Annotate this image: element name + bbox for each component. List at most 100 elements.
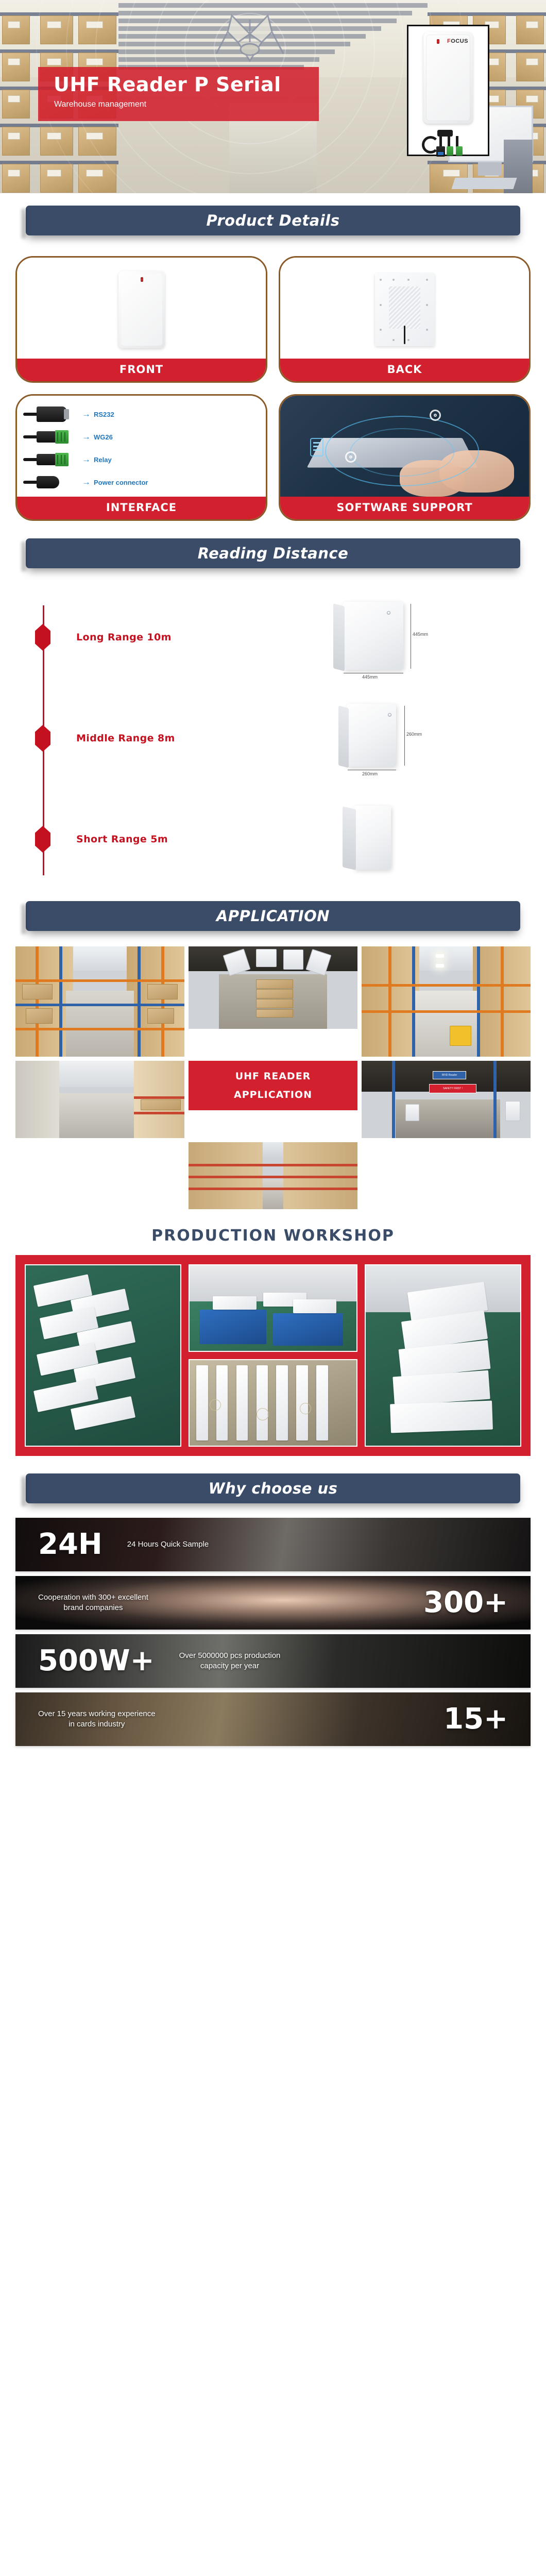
- hexagon-pin-icon: [35, 624, 50, 651]
- cable-harness: [420, 128, 476, 158]
- stat-row-15[interactable]: Over 15 years working experience in card…: [15, 1692, 531, 1746]
- dimension-width: 445mm: [362, 674, 378, 680]
- page-subtitle: Warehouse management: [54, 100, 147, 109]
- section-header-product-details: Product Details: [26, 206, 520, 235]
- stat-description: Over 5000000 pcs production capacity per…: [179, 1651, 281, 1670]
- workshop-photo[interactable]: [365, 1264, 521, 1447]
- workshop-photo[interactable]: [25, 1264, 181, 1447]
- stat-background-image: [15, 1518, 531, 1571]
- brand-logo-rest: OCUS: [451, 38, 468, 44]
- reading-distance-row-short: Short Range 5m: [15, 789, 531, 890]
- card-media: → RS232 → WG26: [17, 396, 266, 497]
- card-interface[interactable]: → RS232 → WG26: [15, 394, 267, 521]
- card-software-support[interactable]: SOFTWARE SUPPORT: [279, 394, 531, 521]
- card-caption: SOFTWARE SUPPORT: [280, 497, 529, 519]
- section-reading-distance: Reading Distance Long Range 10m 445mm 44…: [0, 521, 546, 890]
- stat-background-image: [15, 1692, 531, 1746]
- brand-logo-initial: F: [447, 38, 451, 44]
- application-photo[interactable]: [362, 946, 531, 1057]
- range-label: Short Range 5m: [76, 834, 168, 845]
- interface-label: Relay: [94, 455, 112, 464]
- device-figure: 445mm 445mm: [226, 599, 531, 680]
- section-title: Why choose us: [208, 1480, 338, 1497]
- workshop-photo[interactable]: [188, 1264, 358, 1352]
- application-photo-grid: UHF READER APPLICATION SAFETY FIRST ! RF…: [15, 946, 531, 1209]
- section-title: Reading Distance: [197, 545, 349, 562]
- application-photo[interactable]: [15, 1061, 184, 1138]
- stat-background-image: [15, 1634, 531, 1688]
- gear-icon: [429, 410, 441, 421]
- section-header-application: APPLICATION: [26, 901, 520, 931]
- db9-connector-icon: [23, 405, 79, 423]
- interface-row-power: → Power connector: [23, 471, 266, 494]
- section-application: APPLICATION: [0, 890, 546, 1209]
- reading-distance-diagram: Long Range 10m 445mm 445mm Middle Ra: [15, 587, 531, 890]
- stat-number: 300+: [423, 1586, 508, 1619]
- device-figure: [226, 801, 531, 878]
- safety-sign: SAFETY FIRST !: [429, 1084, 477, 1093]
- card-front[interactable]: FRONT: [15, 256, 267, 383]
- reading-distance-row-long: Long Range 10m 445mm 445mm: [15, 587, 531, 688]
- stat-description: Cooperation with 300+ excellent brand co…: [38, 1592, 148, 1612]
- device-figure: 260mm 260mm: [226, 700, 531, 777]
- dimension-height: 445mm: [413, 632, 429, 637]
- status-led-icon: [140, 277, 143, 282]
- hexagon-pin-icon: [35, 725, 50, 752]
- workshop-column-right: [365, 1264, 521, 1447]
- interface-row-rs232: → RS232: [23, 403, 266, 426]
- section-title: APPLICATION: [216, 907, 330, 925]
- stat-number: 24H: [38, 1528, 103, 1561]
- card-caption: FRONT: [17, 359, 266, 381]
- stat-row-300[interactable]: Cooperation with 300+ excellent brand co…: [15, 1576, 531, 1630]
- stat-description: 24 Hours Quick Sample: [127, 1539, 209, 1549]
- arrow-right-icon: →: [82, 454, 91, 464]
- stat-number: 500W+: [38, 1644, 155, 1677]
- interface-row-wg26: → WG26: [23, 426, 266, 448]
- stat-background-image: [15, 1576, 531, 1630]
- stat-description: Over 15 years working experience in card…: [38, 1709, 156, 1728]
- section-header-reading-distance: Reading Distance: [26, 538, 520, 568]
- application-center-label: UHF READER APPLICATION: [189, 1061, 357, 1110]
- brand-logo: FOCUS: [447, 39, 468, 44]
- status-led: [437, 39, 439, 44]
- workshop-photo[interactable]: [188, 1359, 358, 1447]
- product-detail-cards-row-1: FRONT: [15, 256, 531, 383]
- hero-product-photo: FOCUS: [407, 25, 489, 157]
- section-header-why-choose-us: Why choose us: [26, 1473, 520, 1503]
- application-photo[interactable]: [189, 1142, 357, 1209]
- application-photo[interactable]: [15, 946, 184, 1057]
- interface-label: RS232: [94, 410, 114, 418]
- hero-banner: FOCUS UHF Reader P Serial Warehouse mana…: [0, 0, 546, 193]
- interface-label: Power connector: [94, 478, 148, 486]
- stat-row-24h[interactable]: 24H 24 Hours Quick Sample: [15, 1518, 531, 1571]
- workshop-column-center: [188, 1264, 358, 1447]
- range-label: Long Range 10m: [76, 632, 172, 643]
- rfid-reader-sign: RFID Reader: [432, 1071, 467, 1079]
- application-photo[interactable]: SAFETY FIRST ! RFID Reader: [362, 1061, 531, 1138]
- interface-diagram: → RS232 → WG26: [17, 396, 266, 497]
- card-caption: BACK: [280, 359, 529, 381]
- section-why-choose-us: Why choose us 24H 24 Hours Quick Sample …: [0, 1456, 546, 1746]
- interface-row-relay: → Relay: [23, 448, 266, 471]
- application-photo[interactable]: [189, 946, 357, 1029]
- gear-icon: [345, 451, 356, 463]
- product-detail-cards-row-2: → RS232 → WG26: [15, 394, 531, 521]
- reader-back-image: [374, 273, 435, 346]
- drone-icon: [196, 4, 304, 84]
- card-media: [280, 258, 529, 359]
- page-title: UHF Reader P Serial: [54, 73, 281, 96]
- card-back[interactable]: BACK: [279, 256, 531, 383]
- stat-row-500w[interactable]: 500W+ Over 5000000 pcs production capaci…: [15, 1634, 531, 1688]
- reader-front-image: [118, 271, 165, 348]
- section-title: Product Details: [206, 212, 340, 229]
- dimension-height: 260mm: [406, 732, 422, 737]
- product-detail-page: FOCUS UHF Reader P Serial Warehouse mana…: [0, 0, 546, 1787]
- card-caption: INTERFACE: [17, 497, 266, 519]
- terminal-connector-icon: [23, 428, 79, 446]
- software-support-image: [280, 396, 529, 497]
- card-media: [17, 258, 266, 359]
- center-label-line1: UHF READER: [235, 1071, 311, 1082]
- hero-title-plate: UHF Reader P Serial Warehouse management: [38, 67, 319, 121]
- barrel-connector-icon: [23, 473, 79, 491]
- uhf-reader-front-view: FOCUS: [422, 32, 473, 157]
